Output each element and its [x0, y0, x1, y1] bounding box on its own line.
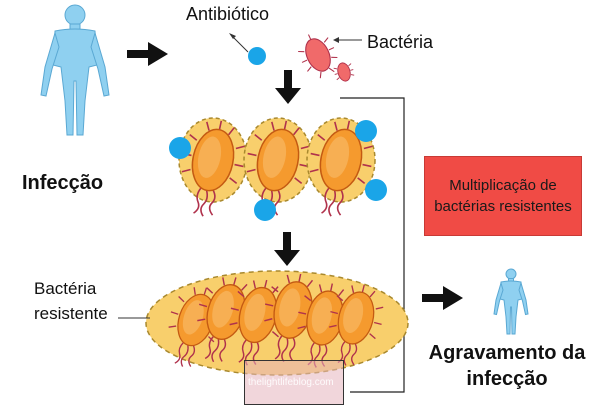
- arrow-icon: [274, 232, 300, 266]
- arrow-icon: [127, 42, 168, 66]
- human-figure-icon: [493, 268, 529, 335]
- antibiotic-molecule-icon: [365, 179, 387, 201]
- watermark-text: thelightlifeblog.com: [248, 377, 334, 388]
- arrow-icon: [422, 286, 463, 310]
- arrow-icon: [275, 70, 301, 104]
- human-figure-icon: [40, 4, 110, 136]
- multiplication-box: Multiplicação de bactérias resistentes: [424, 156, 582, 236]
- antibiotic-molecule-icon: [248, 47, 266, 65]
- antibiotic-molecule-icon: [254, 199, 276, 221]
- bacterium-icon: [298, 34, 338, 79]
- infection-label: Infecção: [22, 172, 104, 194]
- resistant-colony: [145, 267, 409, 376]
- bacterium-label: Bactéria: [367, 32, 434, 52]
- bacterium-icon: [333, 62, 355, 82]
- antibiotic-molecule-icon: [169, 137, 191, 159]
- worsening-label: Agravamento da infecção: [428, 342, 586, 390]
- watermark: thelightlifeblog.com: [244, 360, 344, 405]
- pointer-arrowhead-icon: [229, 33, 236, 39]
- antibiotic-label: Antibiótico: [186, 4, 270, 24]
- resistant-bacterium-label: Bactéria resistente: [34, 279, 108, 323]
- antibiotic-molecule-icon: [355, 120, 377, 142]
- pointer-arrowhead-icon: [333, 37, 339, 43]
- resistant-bacteria-group: [170, 113, 381, 223]
- bracket-line: [340, 97, 405, 393]
- antibiotic-pointer-line: [231, 35, 249, 53]
